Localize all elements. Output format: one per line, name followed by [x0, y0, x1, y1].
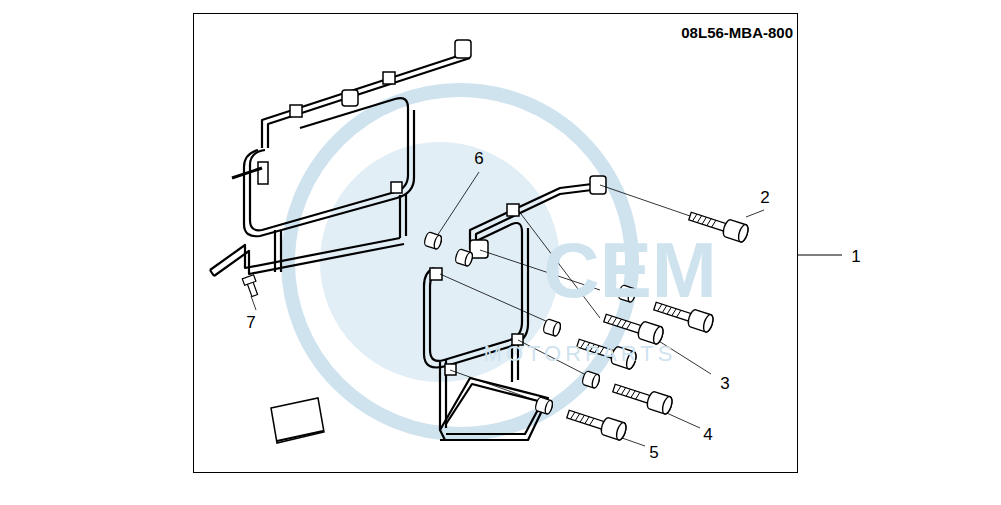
- leader-line: [798, 255, 842, 256]
- bolt: [611, 379, 674, 415]
- bracket-tab: [232, 168, 262, 178]
- collar: [423, 232, 443, 250]
- callout-number: 5: [649, 444, 658, 461]
- callout-number: 1: [851, 248, 860, 265]
- bolt: [565, 405, 628, 441]
- collar: [534, 397, 554, 415]
- watermark: CEM: [543, 231, 716, 309]
- bracket-lug: [258, 40, 471, 193]
- callout-number: 4: [703, 426, 712, 443]
- callout-number: 2: [760, 189, 769, 206]
- bolt: [602, 309, 665, 345]
- collar: [454, 249, 474, 267]
- callout-number: 7: [246, 314, 255, 331]
- label-sticker: [277, 431, 323, 441]
- callout-number: 3: [720, 375, 729, 392]
- callout-number: 6: [474, 150, 483, 167]
- label-sticker: [271, 398, 324, 443]
- collar: [542, 319, 562, 337]
- screw: [242, 275, 260, 298]
- pannier-bracket: [424, 183, 600, 440]
- watermark: MOTORPARTS: [484, 343, 677, 365]
- collar: [581, 371, 601, 389]
- assembly-line: [251, 172, 764, 446]
- diagram-frame: [194, 14, 798, 473]
- pannier-bracket: [210, 52, 470, 276]
- part-number: 08L56-MBA-800: [681, 25, 793, 40]
